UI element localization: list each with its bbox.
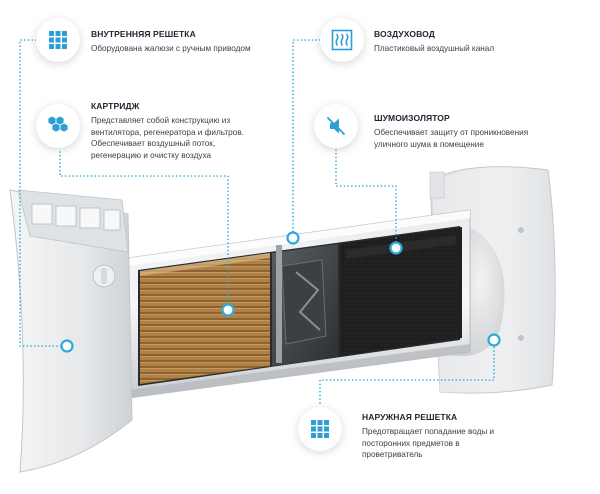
- airflow-waves-icon: [331, 29, 353, 51]
- callout-line: Предотвращает попадание воды и: [362, 427, 495, 436]
- callout-line: Обеспечивает защиту от проникновения: [374, 128, 529, 137]
- badge-cartridge: [36, 104, 80, 148]
- hotspot-cartridge: [221, 303, 235, 317]
- hotspot-outer-grille: [487, 333, 501, 347]
- badge-outer-grille: [298, 407, 342, 451]
- callout-line: проветриватель: [362, 450, 423, 459]
- muted-speaker-icon: [327, 117, 345, 135]
- noise-insulator-foam: [340, 227, 462, 356]
- callout-text: Оборудована жалюзи с ручным приводом: [91, 44, 251, 53]
- grid-icon: [311, 420, 329, 438]
- regenerator-block: [140, 253, 270, 384]
- leader-inner-grille: [19, 39, 68, 347]
- leader-lines: [19, 39, 495, 406]
- callout-cartridge: КАРТРИДЖ Представляет собой конструкцию …: [91, 101, 291, 161]
- callout-line: Представляет собой конструкцию из: [91, 116, 231, 125]
- callout-line: посторонних предметов в: [362, 438, 460, 448]
- callout-line: Обеспечивает воздушный поток,: [91, 139, 216, 148]
- callout-noise-insulator: ШУМОИЗОЛЯТОР Обеспечивает защиту от прон…: [374, 113, 589, 150]
- hotspot-air-duct: [286, 231, 300, 245]
- hotspot-noise-insulator: [389, 241, 403, 255]
- callout-outer-grille: НАРУЖНАЯ РЕШЕТКА Предотвращает попадание…: [362, 412, 562, 461]
- hexagon-cluster-icon: [47, 115, 69, 133]
- leader-outer-grille: [319, 339, 495, 406]
- callout-text: Предотвращает попадание воды и посторонн…: [362, 426, 562, 461]
- callout-text: Пластиковый воздушный канал: [374, 44, 495, 53]
- badge-inner-grille: [36, 18, 80, 62]
- hotspots: [60, 231, 501, 353]
- leader-cartridge: [59, 151, 229, 311]
- callout-air-duct: ВОЗДУХОВОД Пластиковый воздушный канал: [374, 29, 584, 55]
- callout-line: регенерацию и очистку воздуха: [91, 150, 211, 160]
- badge-noise-insulator: [314, 104, 358, 148]
- callout-title: ШУМОИЗОЛЯТОР: [374, 113, 450, 123]
- inner-grille-plate: [9, 189, 133, 473]
- callout-line: вентилятора, регенератора и фильтров.: [91, 127, 244, 137]
- leader-air-duct: [292, 39, 321, 239]
- hotspot-inner-grille: [60, 339, 74, 353]
- badge-air-duct: [320, 18, 364, 62]
- leader-noise-insulator: [335, 149, 397, 247]
- callout-text: Представляет собой конструкцию из вентил…: [91, 115, 291, 161]
- callout-title: ВНУТРЕННЯЯ РЕШЕТКА: [91, 29, 196, 39]
- callout-title: КАРТРИДЖ: [91, 101, 140, 111]
- callout-title: ВОЗДУХОВОД: [374, 29, 435, 39]
- callout-line: уличного шума в помещение: [374, 139, 484, 149]
- callout-title: НАРУЖНАЯ РЕШЕТКА: [362, 412, 458, 422]
- callout-text: Обеспечивает защиту от проникновения ули…: [374, 127, 589, 150]
- grid-icon: [49, 31, 67, 49]
- callout-inner-grille: ВНУТРЕННЯЯ РЕШЕТКА Оборудована жалюзи с …: [91, 29, 291, 55]
